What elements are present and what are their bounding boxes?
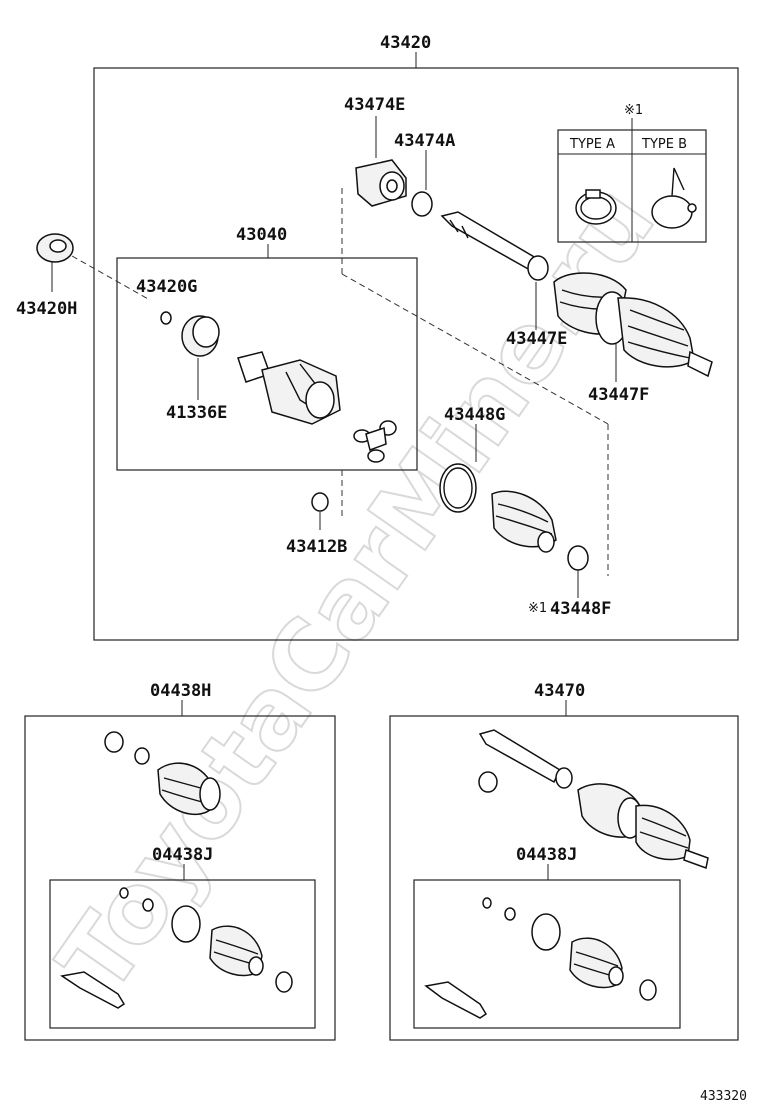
kit-left-upper-parts	[104, 731, 221, 816]
dash-43420H	[71, 255, 151, 301]
kit-right-sub-parts	[424, 897, 657, 1019]
kit-left-sub-parts	[60, 887, 293, 1009]
kit-left-sub-frame	[49, 879, 316, 1029]
type-b-label: TYPE B	[641, 137, 687, 152]
part-43420H-drawing	[36, 233, 74, 263]
kit-right-sub-frame	[413, 879, 681, 1029]
kit-left: 04438H 04438J	[24, 681, 336, 1041]
subassembly-43040-frame	[116, 257, 418, 471]
part-43448F-drawing	[567, 545, 589, 571]
type-table: TYPE A TYPE B	[557, 129, 707, 243]
main-assembly: 43420 43420H 43474E 43474A	[16, 33, 739, 641]
part-label-43447E[interactable]: 43447E	[506, 329, 567, 349]
type-table-mark: ※1	[624, 103, 643, 118]
part-label-43447F[interactable]: 43447F	[588, 385, 649, 405]
part-label-04438J-right[interactable]: 04438J	[516, 845, 577, 865]
part-43474E-drawing	[355, 159, 407, 207]
main-assembly-frame	[93, 67, 739, 641]
part-43448G-drawing	[439, 463, 477, 513]
inboard-joint-drawing	[237, 351, 341, 425]
part-label-43040[interactable]: 43040	[236, 225, 287, 245]
part-43474A-drawing	[411, 191, 433, 217]
part-label-43448F[interactable]: 43448F	[550, 599, 611, 619]
inner-boot-drawing	[491, 490, 557, 553]
part-label-43448G[interactable]: 43448G	[444, 405, 505, 425]
part-label-43420G[interactable]: 43420G	[136, 277, 197, 297]
part-43420G-drawing	[160, 311, 172, 325]
figure-number: 433320	[700, 1089, 747, 1104]
kit-right-frame	[389, 715, 739, 1041]
drive-shaft-drawing	[440, 211, 713, 378]
part-41336E-drawing	[181, 315, 220, 357]
part-label-43420[interactable]: 43420	[380, 33, 431, 53]
tripod-joint-drawing	[353, 420, 397, 463]
part-label-43470[interactable]: 43470	[534, 681, 585, 701]
part-43412B-drawing	[311, 492, 329, 512]
part-label-43474E[interactable]: 43474E	[344, 95, 405, 115]
part-label-43474A[interactable]: 43474A	[394, 131, 455, 151]
type-a-label: TYPE A	[569, 137, 615, 152]
kit-right-shaft-drawing	[478, 729, 709, 870]
kit-right: 43470 04438J	[389, 681, 739, 1041]
dash-main-diagonal	[341, 273, 609, 425]
note-mark-43448F: ※1	[528, 601, 547, 616]
type-b-clamp-icon	[651, 195, 693, 229]
part-label-04438H[interactable]: 04438H	[150, 681, 211, 701]
kit-left-frame	[24, 715, 336, 1041]
part-label-04438J-left[interactable]: 04438J	[152, 845, 213, 865]
part-label-41336E[interactable]: 41336E	[166, 403, 227, 423]
part-label-43412B[interactable]: 43412B	[286, 537, 347, 557]
part-label-43420H[interactable]: 43420H	[16, 299, 77, 319]
